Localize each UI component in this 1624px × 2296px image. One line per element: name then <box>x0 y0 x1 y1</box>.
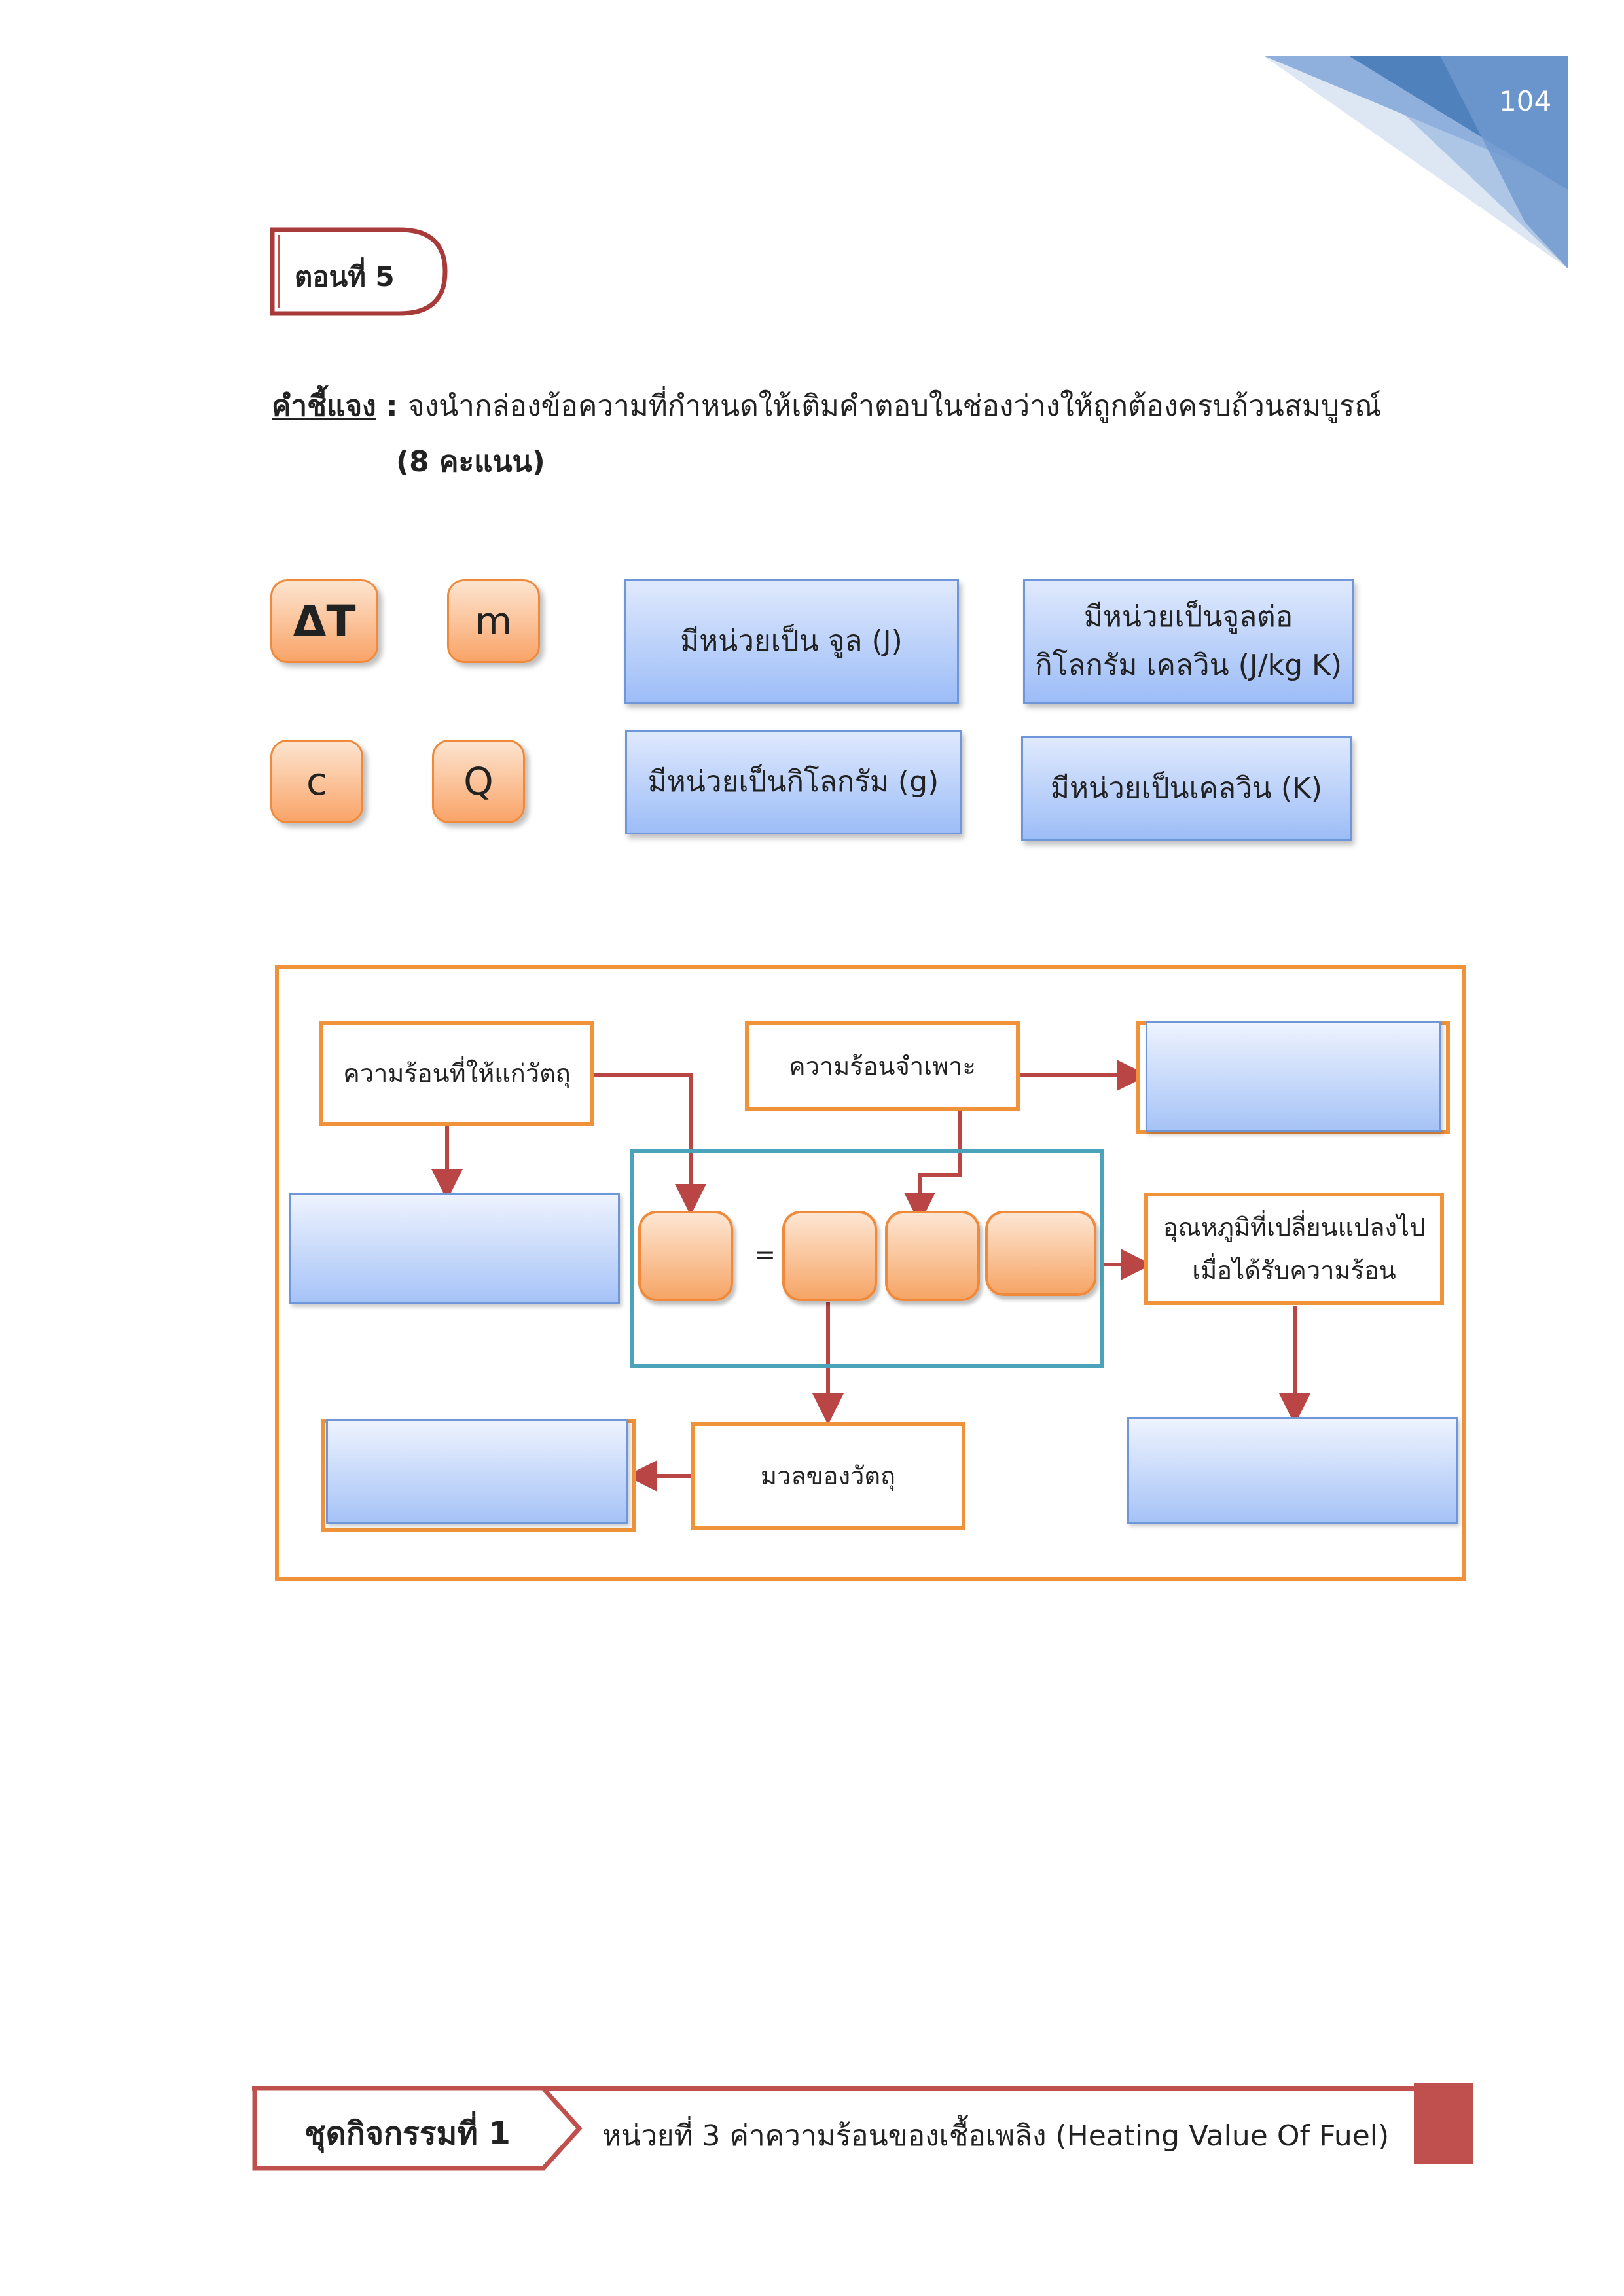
page-number: 104 <box>1499 85 1552 117</box>
unit-card-kelvin[interactable]: มีหน่วยเป็นเคลวิน (K) <box>1021 736 1352 841</box>
formula-slot-factor-2[interactable] <box>885 1211 980 1301</box>
diagram-arrows <box>431 1060 1310 1492</box>
unit-card-joule-per-kg-k[interactable]: มีหน่วยเป็นจูลต่อ กิโลกรัม เคลวิน (J/kg … <box>1023 579 1354 704</box>
unit-card-line-2: กิโลกรัม เคลวิน (J/kg K) <box>1034 649 1343 682</box>
label-specific-heat: ความร้อนจำเพาะ <box>745 1021 1020 1111</box>
instructions-points: (8 คะแนน) <box>396 445 545 478</box>
label-mass: มวลของวัตถุ <box>691 1422 965 1530</box>
label-heat-given: ความร้อนที่ให้แก่วัตถุ <box>319 1021 594 1126</box>
footer-set-label: ชุดกิจกรรมที่ 1 <box>304 2115 511 2152</box>
symbol-card-delta-t[interactable]: ΔT <box>270 579 378 663</box>
instructions-heading: คำชี้แจง <box>272 389 376 423</box>
footer-unit-title: หน่วยที่ 3 ค่าความร้อนของเชื้อเพลิง (Hea… <box>602 2119 1390 2153</box>
formula-slot-result[interactable] <box>638 1211 733 1301</box>
footer-accent-block <box>1414 2083 1473 2164</box>
instructions-text: จงนำกล่องข้อความที่กำหนดให้เติมคำตอบในช่… <box>407 389 1382 423</box>
answer-slot-specific-heat-unit[interactable] <box>1146 1021 1441 1132</box>
part-tab-shape <box>270 227 448 316</box>
answer-slot-heat-unit[interactable] <box>289 1193 620 1304</box>
diagram-frame <box>275 965 1466 1581</box>
symbol-card-c[interactable]: c <box>270 740 363 823</box>
symbol-card-q[interactable]: Q <box>432 740 525 823</box>
formula-equals: = <box>755 1240 776 1269</box>
instructions: คำชี้แจง : จงนำกล่องข้อความที่กำหนดให้เต… <box>272 383 1381 429</box>
formula-slot-factor-1[interactable] <box>782 1211 877 1301</box>
label-temp-line-1: อุณหภูมิที่เปลี่ยนแปลงไป <box>1163 1213 1426 1242</box>
unit-card-line-1: มีหน่วยเป็นจูลต่อ <box>1083 600 1293 634</box>
label-temp-line-2: เมื่อได้รับความร้อน <box>1192 1256 1396 1285</box>
header-corner-decoration <box>1263 56 1568 268</box>
unit-card-joule[interactable]: มีหน่วยเป็น จูล (J) <box>624 579 959 704</box>
answer-slot-mass-unit[interactable] <box>326 1419 628 1524</box>
answer-slot-temperature-unit[interactable] <box>1127 1417 1458 1524</box>
footer-tab-shape <box>252 2086 1473 2171</box>
label-temperature-change: อุณหภูมิที่เปลี่ยนแปลงไป เมื่อได้รับความ… <box>1144 1193 1444 1305</box>
symbol-card-m[interactable]: m <box>447 579 540 663</box>
formula-slot-factor-3[interactable] <box>985 1211 1096 1296</box>
part-label: ตอนที่ 5 <box>295 260 395 293</box>
formula-box <box>630 1149 1104 1368</box>
instructions-colon: : <box>376 389 408 423</box>
unit-card-kilogram[interactable]: มีหน่วยเป็นกิโลกรัม (g) <box>625 730 962 834</box>
